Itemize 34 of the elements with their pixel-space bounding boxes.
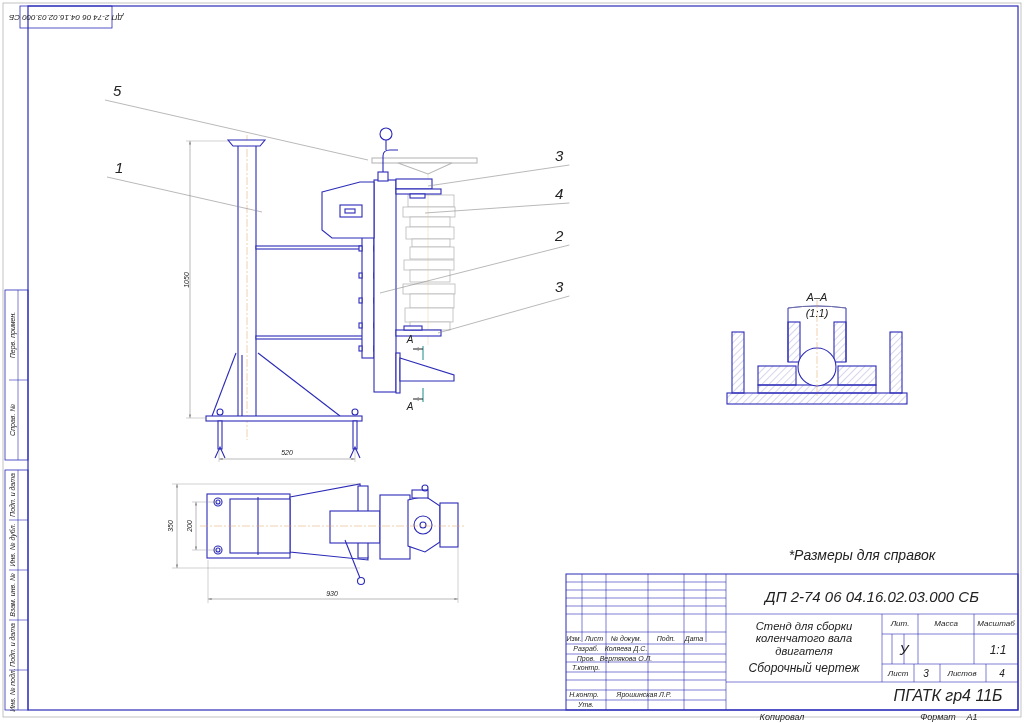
leader-line: [104, 99, 369, 161]
field-value: 4: [999, 669, 1005, 679]
callout-number: 3: [555, 279, 564, 294]
note-text: *Размеры для справок: [788, 548, 936, 562]
section-title: А–А: [806, 291, 828, 303]
section-mark-letter: A: [406, 402, 414, 412]
leader-line: [379, 244, 570, 294]
field-label: Копировал: [759, 712, 805, 722]
leader-line: [106, 176, 263, 213]
callout-number: 4: [555, 186, 564, 201]
field-value: А1: [966, 712, 978, 722]
field-value: 1:1: [989, 644, 1007, 656]
callout-number: 5: [113, 83, 122, 98]
drawing-type: Сборочный чертеж: [748, 662, 860, 674]
group-code: ПГАТК гр4 11Б: [893, 688, 1003, 704]
leader-line: [424, 202, 570, 214]
drawing-title: Стенд для сборки коленчатого вала двигателя: [754, 619, 854, 657]
document-code: ДП 2-74 06 04.16.02.03.000 СБ: [765, 588, 979, 604]
field-label: Формат: [920, 712, 956, 722]
leader-line: [427, 164, 570, 187]
field-label: Масштаб: [977, 620, 1015, 628]
field-label: Лист: [887, 670, 909, 678]
document-code: ДП 2-74 06 04.16.02.03.000 СБ: [9, 13, 123, 21]
field-label: Масса: [934, 620, 958, 628]
field-value: 3: [923, 669, 929, 679]
field-value: У: [899, 643, 909, 657]
field-label: Листов: [947, 670, 977, 678]
scale-label: (1:1): [805, 307, 829, 319]
callout-number: 3: [555, 148, 564, 163]
field-label: Лит.: [890, 620, 910, 628]
callout-number: 1: [115, 160, 124, 175]
section-mark-letter: A: [406, 335, 414, 345]
leader-line: [437, 295, 570, 334]
callout-number: 2: [555, 228, 564, 243]
